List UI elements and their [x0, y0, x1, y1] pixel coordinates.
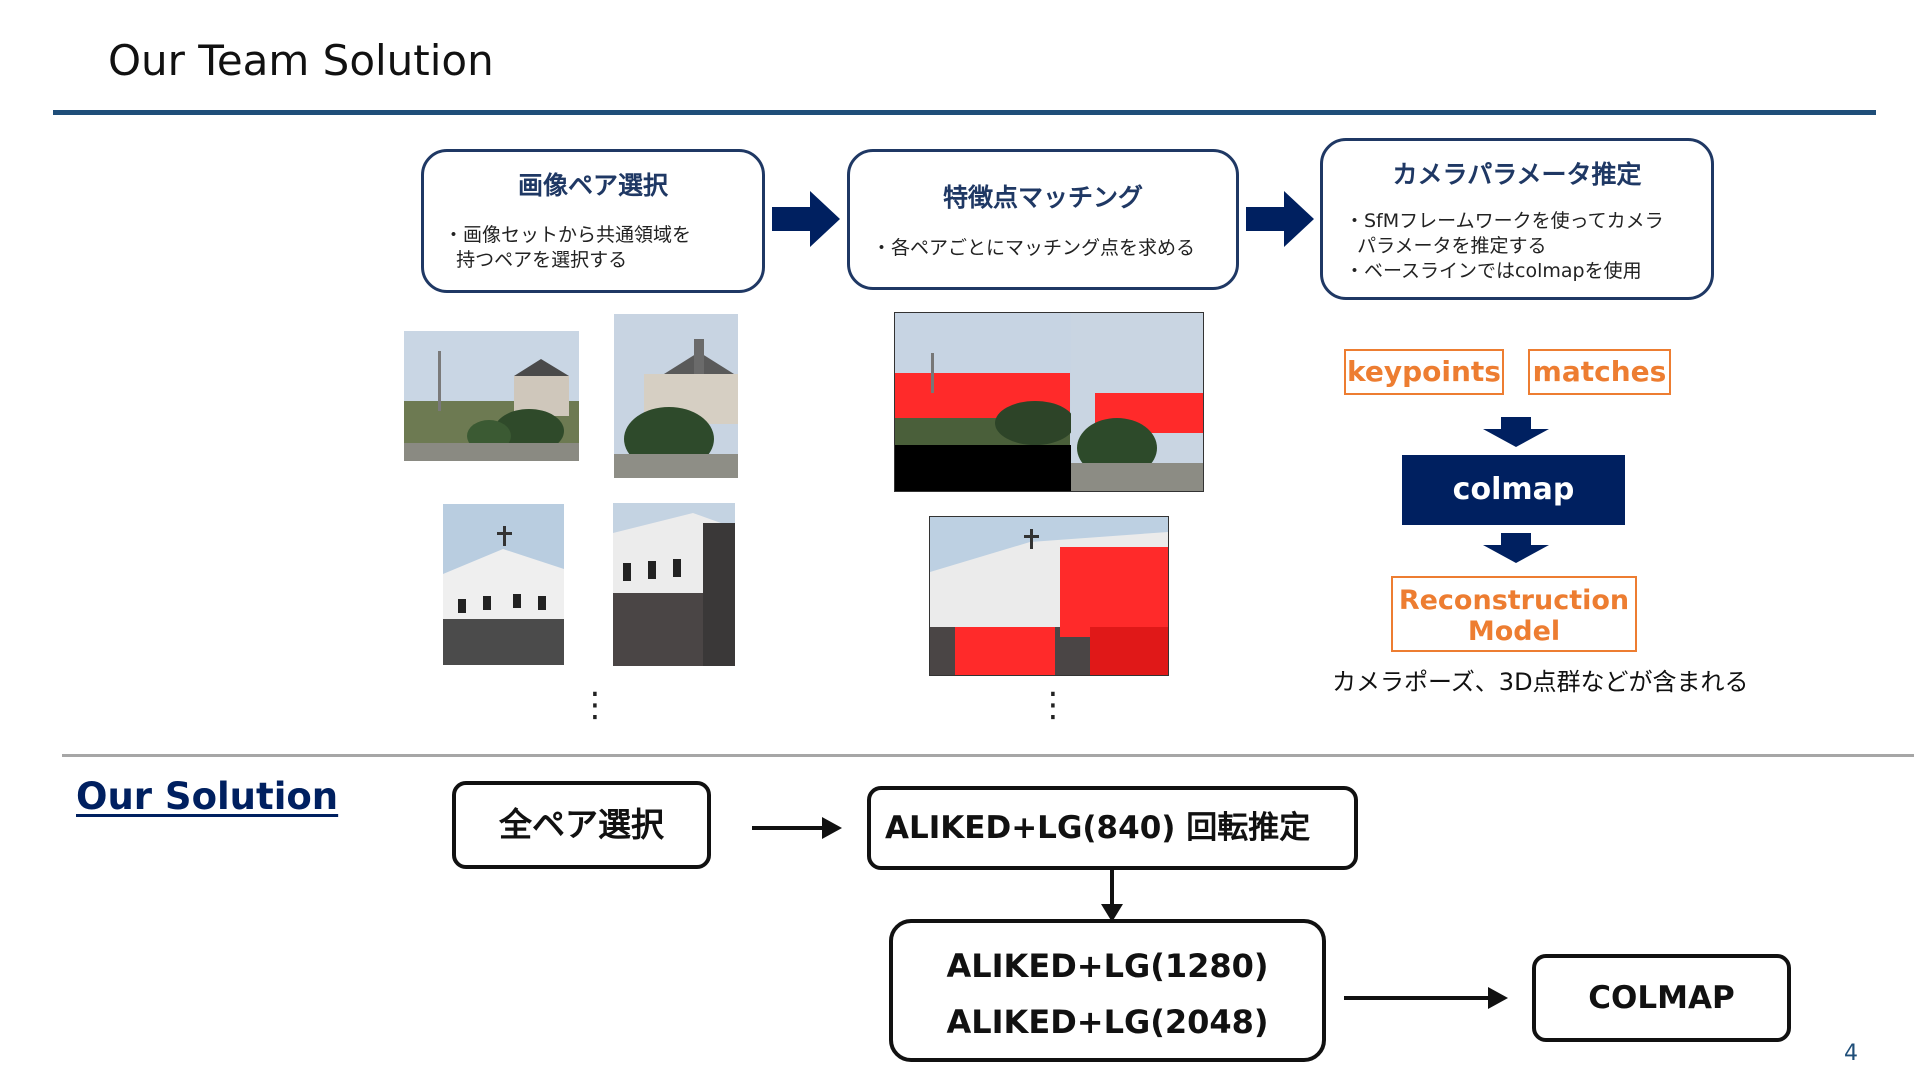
model-label: Model — [1467, 616, 1561, 647]
step-feature-matching-box: 特徴点マッチング ・各ペアごとにマッチング点を求める — [847, 149, 1239, 290]
arrow-down-icon — [1483, 417, 1549, 447]
step-description: ・SfMフレームワークを使ってカメラ パラメータを推定する ・ベースラインではc… — [1345, 210, 1664, 282]
photo-park-wide — [404, 331, 579, 461]
ellipsis-vertical-icon: ⋮ — [1036, 685, 1070, 725]
arrow-down-icon — [1483, 533, 1549, 563]
step-pair-selection-box: 画像ペア選択 ・画像セットから共通領域を 持つペアを選択する — [421, 149, 765, 293]
photo-park-portrait — [614, 314, 738, 478]
step-title: 特徴点マッチング — [942, 183, 1143, 212]
all-pairs-selection-box: 全ペア選択 — [452, 781, 711, 869]
section-divider — [62, 754, 1914, 757]
arrow-right-icon — [752, 817, 842, 839]
arrow-right-icon — [1246, 191, 1314, 247]
aliked-2048-label: ALIKED+LG(2048) — [946, 1003, 1269, 1041]
matching-visualization-park — [894, 312, 1204, 492]
reconstruction-caption: カメラポーズ、3D点群などが含まれる — [1332, 668, 1749, 696]
colmap-box: colmap — [1402, 455, 1625, 525]
arrow-right-icon — [1344, 987, 1508, 1009]
reconstruction-model-box: Reconstruction Model — [1391, 576, 1637, 652]
step-camera-estimation-box: カメラパラメータ推定 ・SfMフレームワークを使ってカメラ パラメータを推定する… — [1320, 138, 1714, 300]
page-number: 4 — [1844, 1041, 1858, 1066]
arrow-right-icon — [772, 191, 840, 247]
keypoints-box: keypoints — [1344, 349, 1504, 395]
arrow-down-icon — [1101, 868, 1123, 922]
title-divider — [53, 110, 1876, 115]
step-description: ・画像セットから共通領域を 持つペアを選択する — [444, 224, 692, 271]
reconstruction-label: Reconstruction — [1398, 585, 1630, 616]
slide-title: Our Team Solution — [108, 36, 494, 85]
ellipsis-vertical-icon: ⋮ — [578, 685, 612, 725]
photo-church-right — [613, 503, 735, 666]
aliked-multi-resolution-box: ALIKED+LG(1280) ALIKED+LG(2048) — [889, 919, 1326, 1062]
step-description: ・各ペアごとにマッチング点を求める — [872, 237, 1196, 259]
step-title: カメラパラメータ推定 — [1392, 160, 1642, 189]
matching-visualization-church — [929, 516, 1169, 676]
our-solution-heading: Our Solution — [76, 775, 339, 818]
colmap-final-box: COLMAP — [1532, 954, 1791, 1042]
matches-box: matches — [1528, 349, 1671, 395]
photo-church-left — [443, 504, 564, 665]
aliked-840-rotation-box: ALIKED+LG(840) 回転推定 — [867, 786, 1358, 870]
aliked-1280-label: ALIKED+LG(1280) — [946, 947, 1269, 985]
step-title: 画像ペア選択 — [517, 171, 668, 200]
